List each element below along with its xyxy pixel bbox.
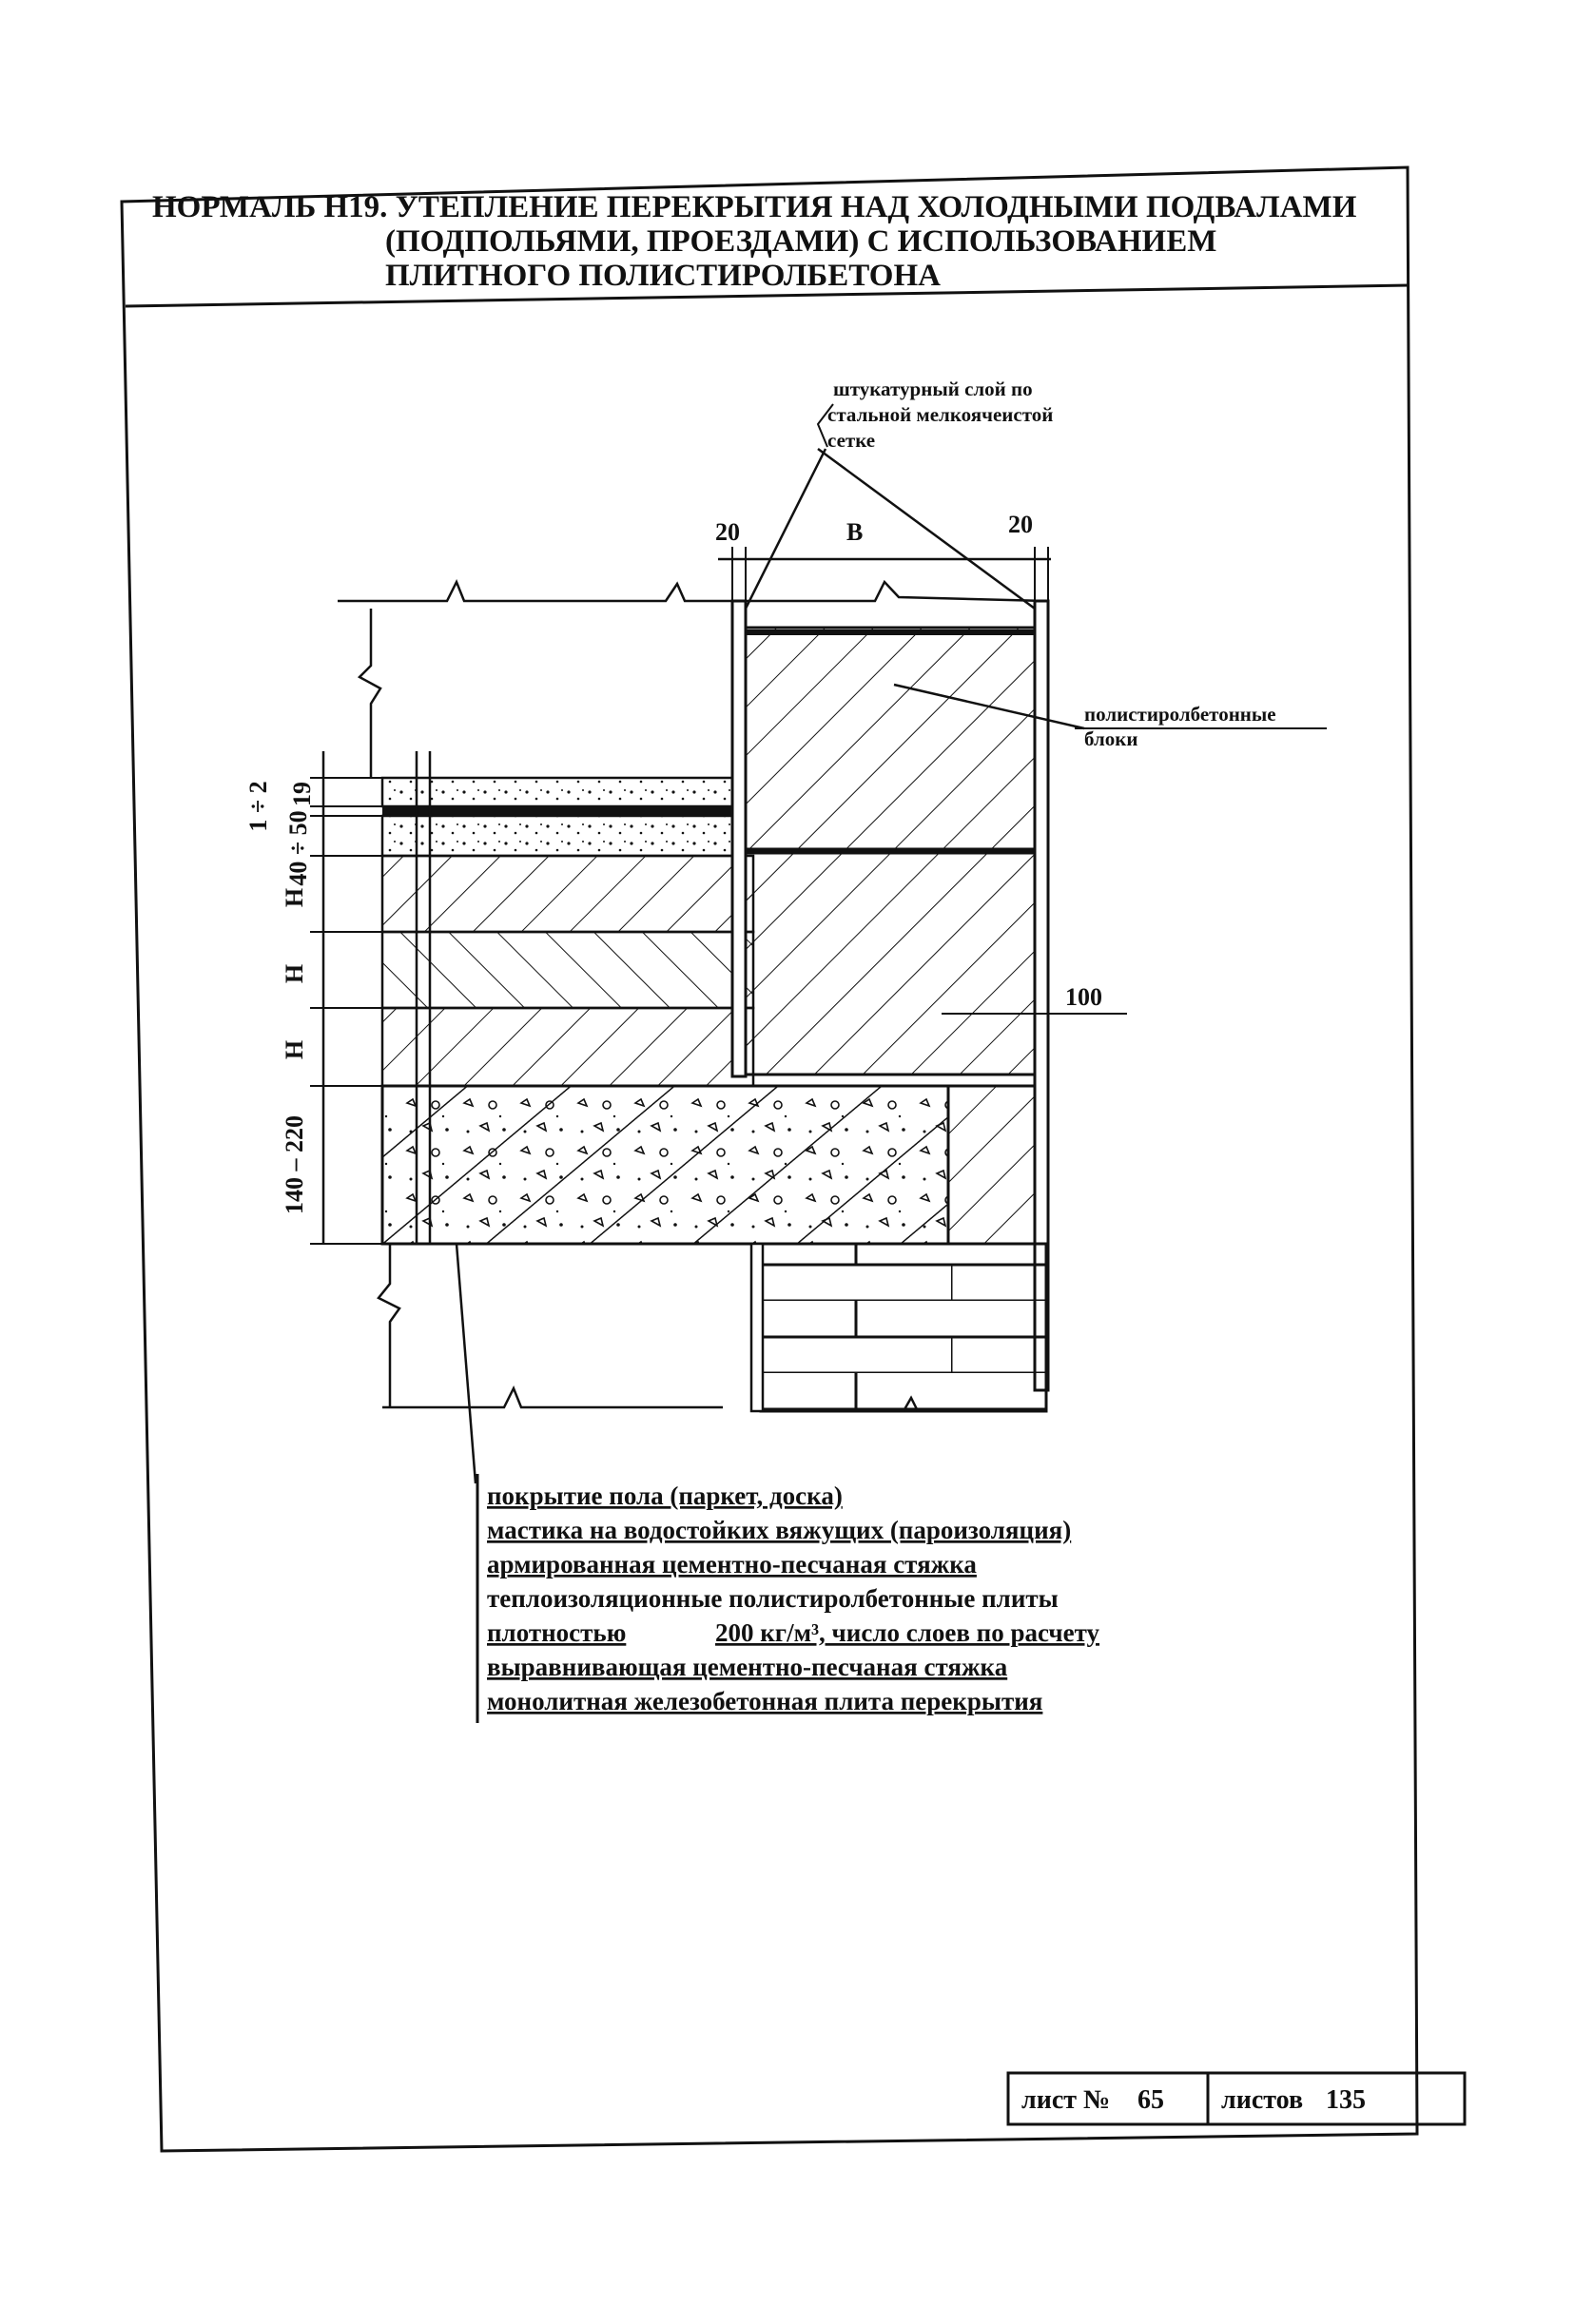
title-line-3: ПЛИТНОГО ПОЛИСТИРОЛБЕТОНА xyxy=(385,259,941,293)
left-dimensions: 19 1 ÷ 2 40 ÷ 50 H H H 140 – 220 xyxy=(244,751,390,1245)
callout-blocks-line-1: полистиролбетонные xyxy=(1084,703,1276,726)
callout-blocks-line-2: блоки xyxy=(1084,727,1137,750)
dim-1-2: 1 ÷ 2 xyxy=(244,781,272,831)
legend-line-4: теплоизоляционные полистиролбетонные пли… xyxy=(487,1584,1059,1613)
legend-line-7: монолитная железобетонная плита перекрыт… xyxy=(487,1687,1042,1715)
sheet-frame xyxy=(120,165,1419,2153)
legend-line-3: армированная цементно-песчаная стяжка xyxy=(487,1550,977,1578)
floor-covering-layer xyxy=(380,776,744,808)
sheets-label: листов xyxy=(1221,2085,1303,2115)
legend-density-value: 200 кг/м³, число слоев по расчету xyxy=(715,1618,1100,1647)
layer-legend: покрытие пола (паркет, доска) мастика на… xyxy=(476,1474,1100,1723)
dim-20-right: 20 xyxy=(1008,511,1033,538)
callout-plaster: штукатурный слой по стальной мелкоячеист… xyxy=(744,378,1053,610)
reinforced-screed-layer xyxy=(380,814,744,858)
mastic-layer xyxy=(382,806,742,816)
brick-wall xyxy=(759,1242,1048,1413)
dim-h-2: H xyxy=(281,964,308,983)
legend-line-6: выравнивающая цементно-песчаная стяжка xyxy=(487,1653,1008,1681)
dim-b: B xyxy=(846,518,863,546)
dim-20-left: 20 xyxy=(715,518,740,546)
sheet-stamp: лист № 65 листов 135 xyxy=(1006,2071,1467,2126)
legend-line-5: плотностью xyxy=(487,1618,626,1647)
callout-blocks: полистиролбетонные блоки xyxy=(893,683,1327,750)
title-line-1: НОРМАЛЬ Н19. УТЕПЛЕНИЕ ПЕРЕКРЫТИЯ НАД ХО… xyxy=(152,190,1357,224)
polystyrene-block-upper xyxy=(740,626,1037,853)
insulation-slab-layer-2 xyxy=(380,930,755,1010)
title-block: НОРМАЛЬ Н19. УТЕПЛЕНИЕ ПЕРЕКРЫТИЯ НАД ХО… xyxy=(152,190,1357,293)
sheets-total: 135 xyxy=(1326,2085,1366,2115)
callout-plaster-line-3: сетке xyxy=(827,429,875,452)
concrete-slab-hatch xyxy=(382,1086,948,1244)
legend-line-1: покрытие пола (паркет, доска) xyxy=(487,1482,843,1510)
dim-140-220: 140 – 220 xyxy=(281,1115,308,1214)
insulation-slab-layer-3 xyxy=(380,1006,755,1088)
callout-plaster-line-1: штукатурный слой по xyxy=(833,378,1033,400)
legend-line-2: мастика на водостойких вяжущих (пароизол… xyxy=(487,1516,1071,1544)
top-dimensions: 20 B 20 100 xyxy=(715,511,1127,1015)
dim-100: 100 xyxy=(1065,983,1102,1011)
dim-h-3: H xyxy=(281,1040,308,1059)
dim-h-1: H xyxy=(281,888,308,907)
sheet-number: 65 xyxy=(1137,2085,1164,2115)
plaster-left xyxy=(730,599,748,1078)
insulation-slab-layer-1 xyxy=(380,854,755,934)
wall-insulation-strip xyxy=(946,1084,1045,1246)
polystyrene-block-lower xyxy=(740,849,1037,1076)
floor-section xyxy=(338,578,1050,1484)
callout-plaster-line-2: стальной мелкоячеистой xyxy=(827,403,1053,426)
dim-19: 19 xyxy=(288,782,316,806)
dim-40-50: 40 ÷ 50 xyxy=(284,810,312,885)
title-line-2: (ПОДПОЛЬЯМИ, ПРОЕЗДАМИ) С ИСПОЛЬЗОВАНИЕМ xyxy=(385,224,1216,259)
sheet-label: лист № xyxy=(1021,2085,1110,2115)
